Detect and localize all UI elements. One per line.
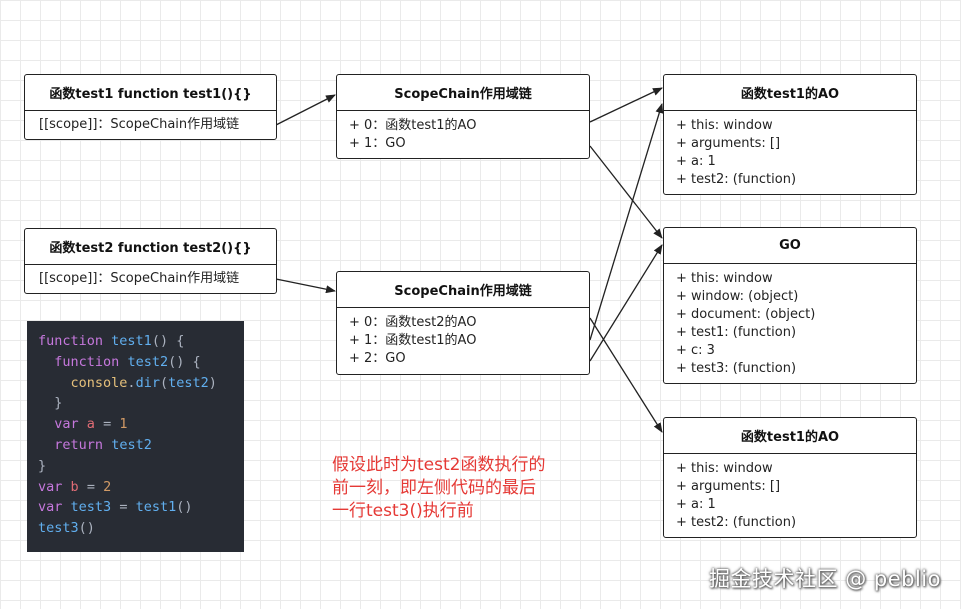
list-item: + 0：函数test1的AO: [349, 118, 477, 133]
function-test1-box: 函数test1 function test1(){} [[scope]]：Sco…: [24, 74, 277, 140]
list-item: + test1: (function): [676, 325, 797, 340]
function-test1-scope: [[scope]]：ScopeChain作用域链: [25, 111, 276, 139]
ao-test1-second-box: 函数test1的AO + this: window + arguments: […: [663, 417, 917, 538]
list-item: + test2: (function): [676, 172, 797, 187]
arrow-sc2-to-go: [589, 244, 663, 362]
code-line: function test2() {: [54, 353, 201, 370]
arrow-sc2-to-ao2: [589, 317, 663, 433]
code-line: test3(): [38, 520, 95, 537]
code-snippet: function test1() { function test2() { co…: [27, 321, 244, 552]
annotation-note: 假设此时为test2函数执行的 前一刻，即左侧代码的最后 一行test3()执行…: [332, 454, 592, 523]
scopechain-1-list: + 0：函数test1的AO + 1：GO: [337, 111, 589, 159]
function-test2-scope: [[scope]]：ScopeChain作用域链: [25, 265, 276, 293]
list-item: + window: (object): [676, 289, 799, 304]
note-line: 前一刻，即左侧代码的最后: [332, 478, 536, 498]
ao-test1-title: 函数test1的AO: [664, 75, 916, 111]
scopechain-1-box: ScopeChain作用域链 + 0：函数test1的AO + 1：GO: [336, 74, 590, 159]
scope-property: [[scope]]：ScopeChain作用域链: [39, 117, 240, 132]
list-item: + 2：GO: [349, 351, 406, 366]
arrow-fn2-to-scopechain2: [275, 278, 336, 294]
list-item: + test2: (function): [676, 515, 797, 530]
code-line: }: [38, 457, 47, 474]
list-item: + this: window: [676, 118, 773, 133]
scopechain-2-box: ScopeChain作用域链 + 0：函数test2的AO + 1：函数test…: [336, 271, 590, 375]
arrow-fn1-to-scopechain1: [275, 94, 336, 126]
arrow-sc1-to-ao1: [589, 87, 663, 123]
function-test2-title: 函数test2 function test2(){}: [25, 229, 276, 265]
ao-test1-box: 函数test1的AO + this: window + arguments: […: [663, 74, 917, 195]
code-line: console.dir(test2): [70, 374, 217, 391]
arrow-sc2-to-ao1: [589, 103, 664, 341]
list-item: + this: window: [676, 461, 773, 476]
go-list: + this: window + window: (object) + docu…: [664, 264, 916, 384]
ao-test1-second-list: + this: window + arguments: [] + a: 1 + …: [664, 454, 916, 538]
list-item: + document: (object): [676, 307, 816, 322]
ao-test1-second-title: 函数test1的AO: [664, 418, 916, 454]
code-line: function test1() {: [38, 333, 185, 349]
list-item: + arguments: []: [676, 136, 781, 151]
watermark: 掘金技术社区 @ peblio: [709, 567, 941, 591]
code-line: var a = 1: [54, 416, 128, 433]
go-title: GO: [664, 228, 916, 264]
list-item: + test3: (function): [676, 361, 797, 376]
code-line: var b = 2: [38, 478, 112, 495]
note-line: 一行test3()执行前: [332, 501, 474, 521]
list-item: + 0：函数test2的AO: [349, 315, 477, 330]
list-item: + arguments: []: [676, 479, 781, 494]
list-item: + c: 3: [676, 343, 715, 358]
list-item: + 1：函数test1的AO: [349, 333, 477, 348]
list-item: + 1：GO: [349, 136, 406, 151]
list-item: + this: window: [676, 271, 773, 286]
function-test1-title: 函数test1 function test1(){}: [25, 75, 276, 111]
list-item: + a: 1: [676, 154, 716, 169]
code-line: var test3 = test1(): [38, 499, 193, 516]
scopechain-2-list: + 0：函数test2的AO + 1：函数test1的AO + 2：GO: [337, 308, 589, 374]
list-item: + a: 1: [676, 497, 716, 512]
scopechain-1-title: ScopeChain作用域链: [337, 75, 589, 111]
code-line: }: [54, 395, 63, 412]
note-line: 假设此时为test2函数执行的: [332, 455, 546, 475]
go-box: GO + this: window + window: (object) + d…: [663, 227, 917, 384]
arrow-sc1-to-go: [589, 145, 663, 239]
scope-property: [[scope]]：ScopeChain作用域链: [39, 271, 240, 286]
ao-test1-list: + this: window + arguments: [] + a: 1 + …: [664, 111, 916, 195]
code-line: return test2: [54, 436, 152, 453]
function-test2-box: 函数test2 function test2(){} [[scope]]：Sco…: [24, 228, 277, 294]
scopechain-2-title: ScopeChain作用域链: [337, 272, 589, 308]
